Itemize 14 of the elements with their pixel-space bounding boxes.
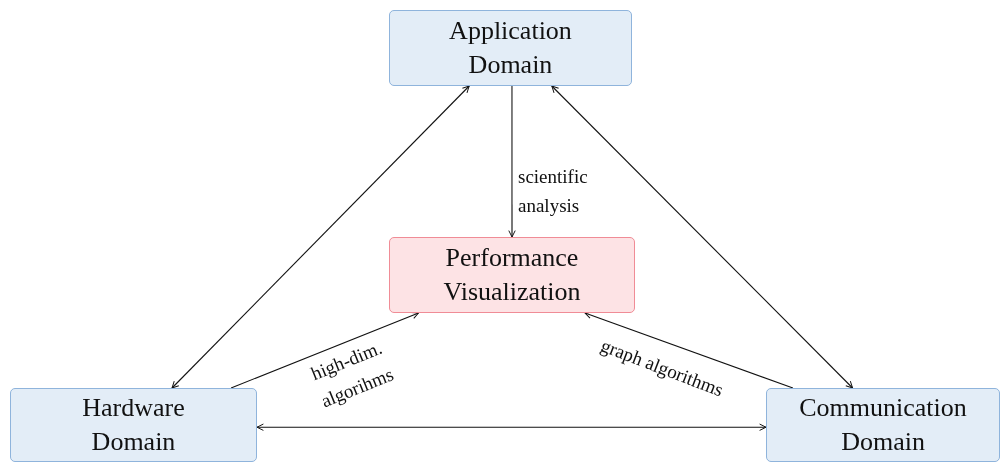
node-label: Application Domain bbox=[448, 15, 573, 81]
edge-label: scientific analysis bbox=[518, 165, 589, 219]
arrow bbox=[508, 85, 516, 238]
node-label: Performance Visualization bbox=[442, 242, 582, 308]
highlighted-box bbox=[389, 237, 635, 313]
process-box bbox=[766, 388, 1000, 462]
arrow bbox=[230, 311, 420, 389]
arrow bbox=[171, 85, 470, 389]
arrow bbox=[551, 85, 854, 389]
node-label: Hardware Domain bbox=[81, 392, 186, 458]
process-box bbox=[389, 10, 632, 86]
node-label: Communication Domain bbox=[798, 392, 968, 458]
arrow bbox=[584, 311, 794, 389]
process-box bbox=[10, 388, 257, 462]
